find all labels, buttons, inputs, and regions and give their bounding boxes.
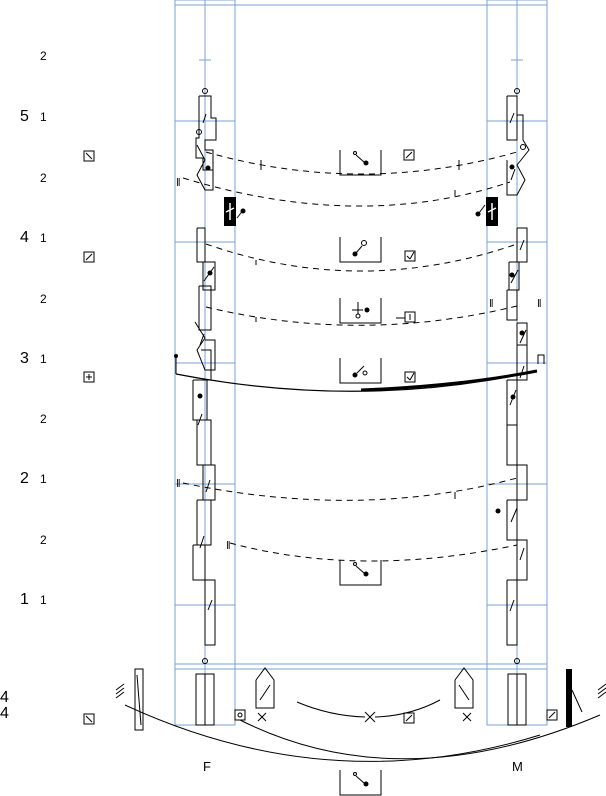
beat-label-4-1: 1 bbox=[40, 231, 47, 245]
beat-label-1-1: 1 bbox=[40, 593, 47, 607]
column-label-left: F bbox=[203, 759, 211, 774]
measure-number-1: 1 bbox=[20, 591, 29, 608]
column-label-right: M bbox=[512, 759, 523, 774]
starting-position bbox=[115, 667, 606, 762]
beat-label-1-2: 2 bbox=[40, 533, 47, 547]
relationship-bows: ‖ ‖ ‖ ‖ ‖ bbox=[176, 151, 542, 562]
hold-marker: ‖ bbox=[537, 298, 542, 310]
beat-label-3-1: 1 bbox=[40, 352, 47, 366]
right-support-symbols bbox=[495, 88, 530, 664]
hold-marker: ‖ bbox=[176, 478, 181, 490]
measure-number-3: 3 bbox=[20, 350, 29, 367]
measure-number-2: 2 bbox=[20, 470, 29, 487]
beat-label-5-2: 2 bbox=[40, 49, 47, 63]
start-count-label: 4 bbox=[0, 689, 9, 706]
beat-label-5-1: 1 bbox=[40, 110, 47, 124]
measure-number-4: 4 bbox=[20, 229, 29, 246]
contact-blocks bbox=[224, 197, 498, 226]
beat-label-2-1: 1 bbox=[40, 472, 47, 486]
start-count-label: 4 bbox=[0, 705, 9, 722]
left-support-symbols bbox=[192, 88, 217, 664]
beat-label-2-2: 2 bbox=[40, 412, 47, 426]
path-signs bbox=[339, 150, 382, 796]
direction-pins bbox=[83, 149, 558, 725]
solid-bow-heavy bbox=[360, 369, 538, 392]
beat-label-3-2: 2 bbox=[40, 292, 47, 306]
hold-marker: ‖ bbox=[489, 298, 494, 310]
beat-label-4-2: 2 bbox=[40, 171, 47, 185]
hold-marker: ‖ bbox=[226, 540, 231, 552]
staff-grid bbox=[174, 0, 548, 726]
measure-number-5: 5 bbox=[20, 108, 29, 125]
hold-marker: ‖ bbox=[176, 177, 181, 189]
